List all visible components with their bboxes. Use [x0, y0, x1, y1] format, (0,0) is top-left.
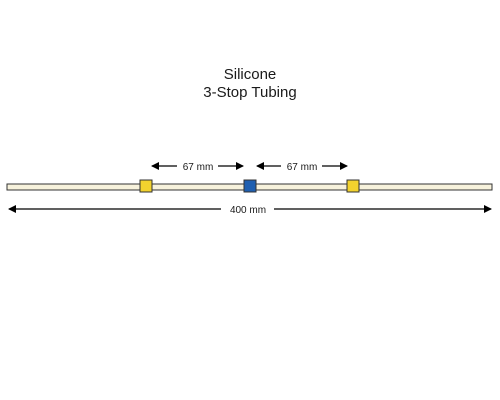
- dim-total: 400 mm: [8, 205, 492, 216]
- dim-right: 67 mm: [256, 162, 348, 173]
- dim-right-label: 67 mm: [287, 162, 318, 173]
- dim-total-label: 400 mm: [230, 205, 266, 216]
- dim-left-label: 67 mm: [183, 162, 214, 173]
- dim-left: 67 mm: [151, 162, 244, 173]
- stop-left: [139, 179, 153, 193]
- stop-center: [243, 179, 257, 193]
- title-line-1: Silicone: [224, 66, 277, 83]
- stop-right: [346, 179, 360, 193]
- title-line-2: 3-Stop Tubing: [203, 84, 296, 101]
